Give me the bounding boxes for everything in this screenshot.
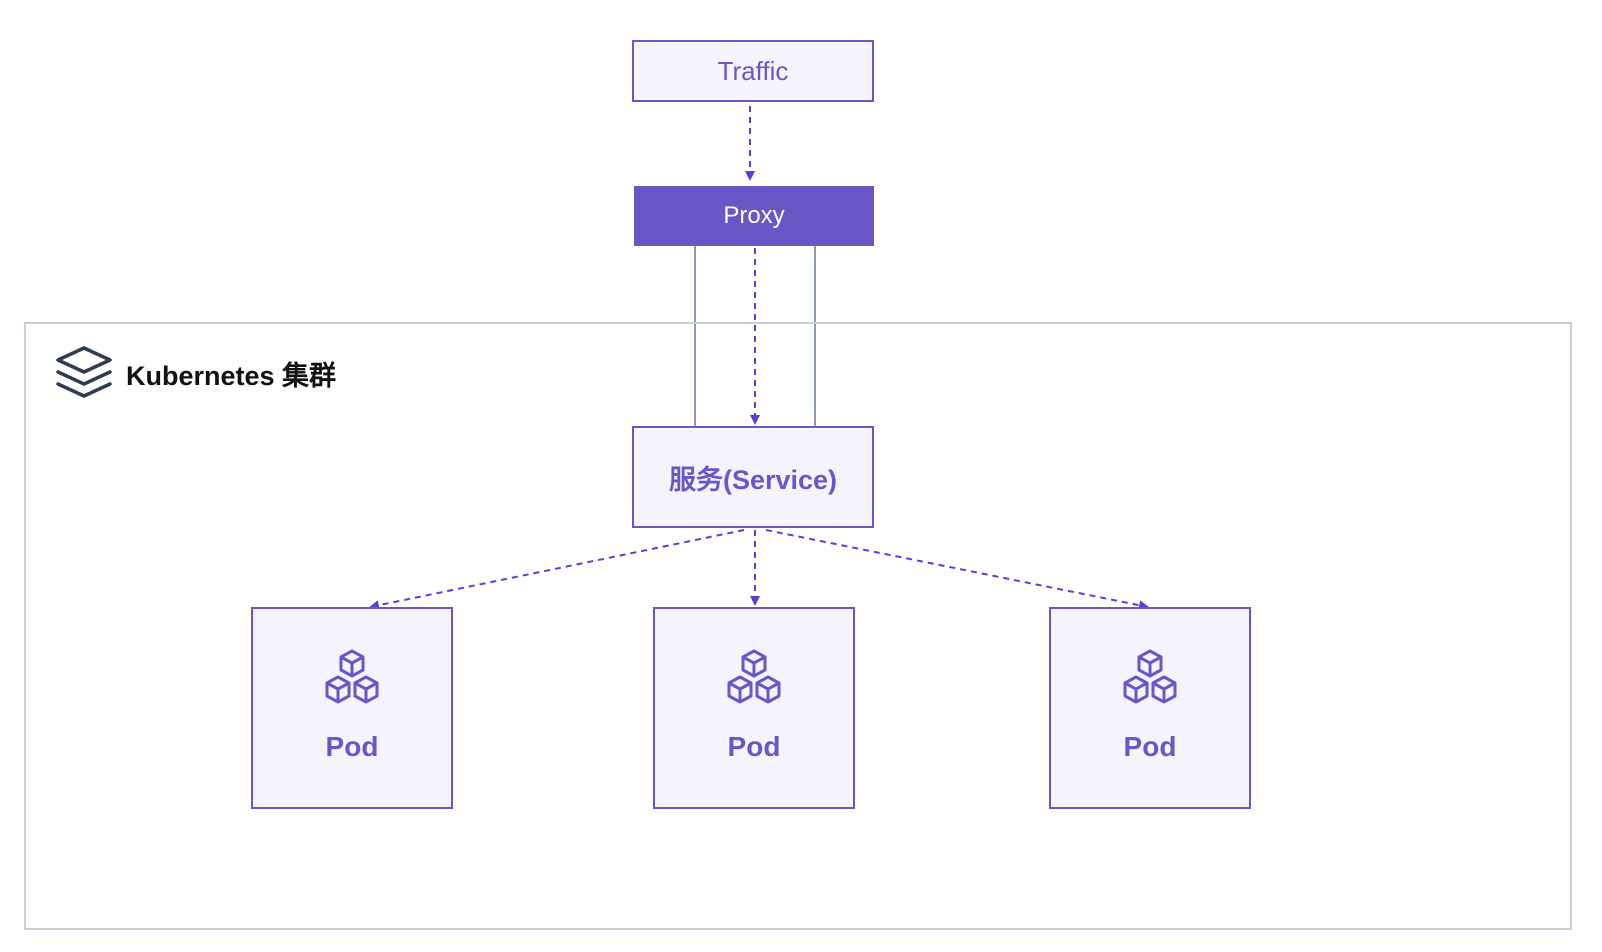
service-node: 服务(Service): [632, 426, 874, 528]
cubes-icon: [1123, 649, 1177, 704]
cluster-label: Kubernetes 集群: [126, 361, 337, 391]
pod-node: Pod: [653, 607, 855, 809]
cubes-icon: [325, 649, 379, 704]
pod-node: Pod: [251, 607, 453, 809]
service-label: 服务(Service): [668, 464, 838, 495]
layers-icon: [56, 346, 112, 398]
traffic-node: Traffic: [632, 40, 874, 102]
traffic-label: Traffic: [717, 55, 789, 86]
proxy-label: Proxy: [723, 202, 785, 229]
pod-label: Pod: [727, 731, 781, 762]
proxy-node: Proxy: [634, 186, 874, 246]
cubes-icon: [727, 649, 781, 704]
pod-label: Pod: [325, 731, 379, 762]
pod-label: Pod: [1123, 731, 1177, 762]
kubernetes-cluster-boundary: [24, 322, 1572, 930]
pod-node: Pod: [1049, 607, 1251, 809]
